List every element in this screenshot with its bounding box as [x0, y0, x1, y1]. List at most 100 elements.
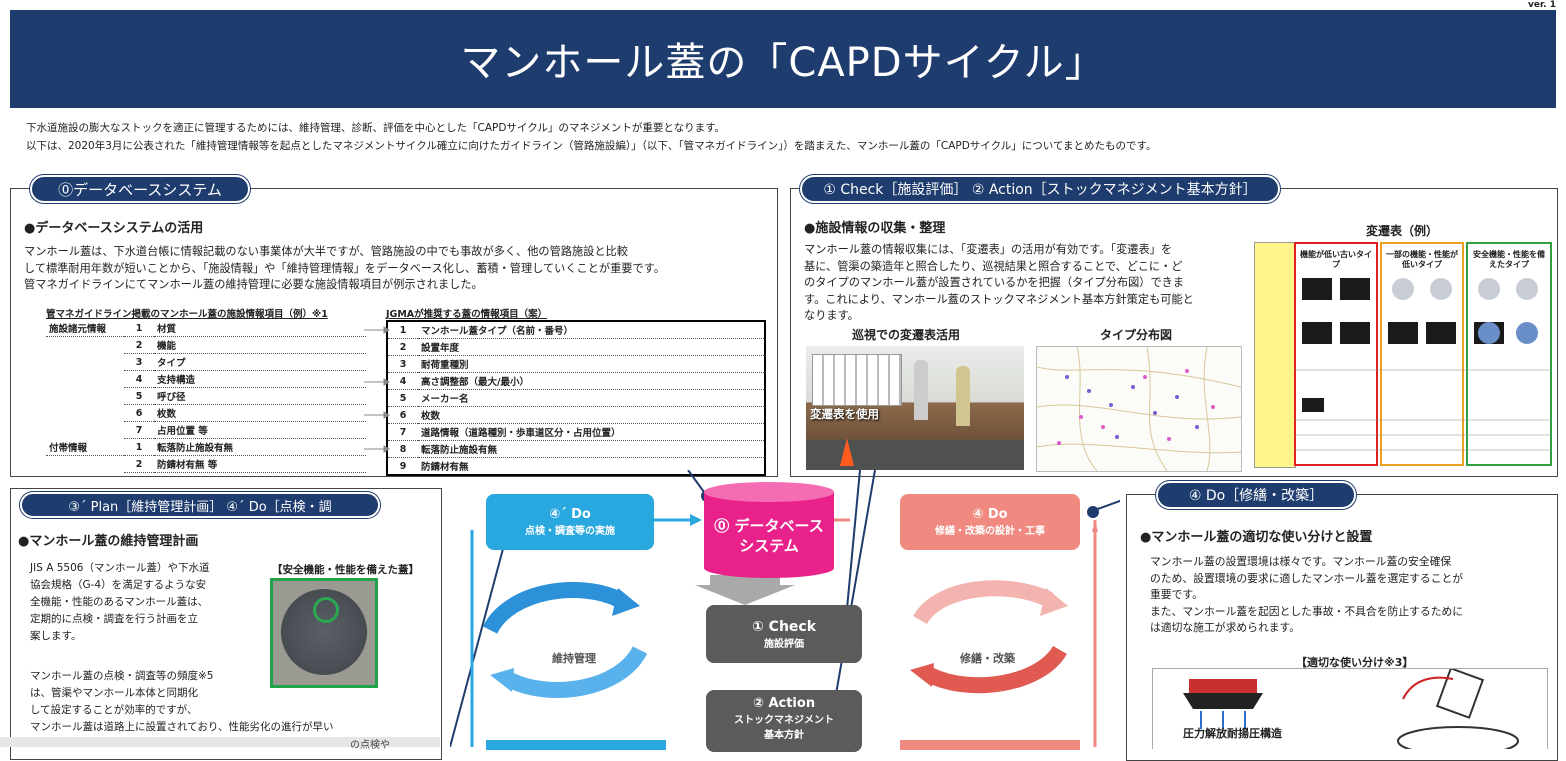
- right-table-cell-no: 9: [387, 457, 418, 476]
- do-box: ④ Do 修繕・改築の設計・工事: [900, 494, 1080, 550]
- left-table-cell-no: 1: [124, 320, 154, 337]
- distribution-map: [1036, 346, 1242, 472]
- plan-heading: ●マンホール蓋の維持管理計画: [18, 534, 199, 549]
- bottom-overlay-bar: [0, 737, 440, 747]
- left-table-cell-group: [46, 456, 124, 473]
- right-table-cell-no: 8: [387, 440, 418, 458]
- right-table-cell-item: 高さ調整部（最大/最小）: [418, 372, 765, 390]
- plan-body-1: JIS A 5506（マンホール蓋）や下水道 協会規格（G-4）を満足するような…: [30, 562, 210, 642]
- version-label: ver. 1: [1528, 0, 1556, 10]
- usage-figure: 圧力解放耐揚圧構造: [1152, 667, 1548, 756]
- safe-lid-photo-caption: 【安全機能・性能を備えた蓋】: [272, 564, 419, 576]
- right-table-title: JGMAが推奨する蓋の情報項目（案）: [386, 309, 548, 320]
- left-table-cell-group: [46, 337, 124, 354]
- check-panel-label: ① Check［施設評価］ ② Action［ストックマネジメント基本方針］: [800, 175, 1280, 203]
- database-body: マンホール蓋は、下水道台帳に情報記載のない事業体が大半ですが、管路施設の中でも事…: [24, 245, 665, 291]
- repair-loop-label: 修繕・改築: [960, 652, 1015, 665]
- left-table-cell-item: 転落防止施設有無: [154, 438, 366, 456]
- safe-lid-photo: [270, 578, 378, 688]
- left-table-cell-item: 占用位置 等: [154, 421, 366, 439]
- left-table-cell-item: タイプ: [154, 353, 366, 371]
- check-body: マンホール蓋の情報収集には、「変遷表」の活用が有効です。「変遷表」を 基に、管渠…: [804, 243, 1194, 322]
- hensen-col-old: 機能が低い古いタイプ: [1294, 242, 1378, 466]
- right-table-cell-item: マンホール蓋タイプ（名前・番号）: [418, 321, 765, 339]
- right-table-cell-no: 7: [387, 423, 418, 441]
- left-table-cell-group: [46, 371, 124, 388]
- left-table-cell-no: 2: [124, 455, 154, 473]
- right-table-cell-item: 道路情報（道路種別・歩車道区分・占用位置）: [418, 423, 765, 441]
- left-table-cell-no: 6: [124, 404, 154, 422]
- database-panel-label: ⓪データベースシステム: [30, 175, 250, 203]
- left-table-cell-item: 材質: [154, 320, 366, 337]
- right-table-cell-item: 防錆材有無: [418, 457, 765, 476]
- intro-line-2: 以下は、2020年3月に公表された「維持管理情報等を起点としたマネジメントサイク…: [26, 140, 1157, 152]
- right-table-cell-no: 2: [387, 338, 418, 356]
- left-table-cell-item: 機能: [154, 336, 366, 354]
- left-table-cell-group: [46, 422, 124, 439]
- table-connector-arrows: [364, 326, 390, 453]
- right-table-cell-item: 枚数: [418, 406, 765, 424]
- check-heading: ●施設情報の収集・整理: [804, 221, 946, 236]
- usage-figure-title: 【適切な使い分け※3】: [1296, 656, 1414, 669]
- do-panel-label: ④ Do［修繕・改築］: [1156, 481, 1356, 509]
- left-table-cell-no: 4: [124, 370, 154, 388]
- plan-cut-text: の点検や: [350, 740, 390, 751]
- maintenance-loop-label: 維持管理: [552, 652, 596, 665]
- left-table-cell-no: 2: [124, 336, 154, 354]
- left-table-cell-group: 付帯情報: [46, 438, 124, 456]
- left-table-cell-no: 1: [124, 438, 154, 456]
- patrol-photo-caption: 巡視での変遷表活用: [852, 328, 961, 342]
- do-prime-lower-box: [486, 740, 666, 750]
- usage-figure-label: 圧力解放耐揚圧構造: [1183, 727, 1282, 740]
- right-table-cell-no: 5: [387, 389, 418, 407]
- left-table-cell-group: [46, 354, 124, 371]
- left-table-cell-no: 3: [124, 353, 154, 371]
- left-table-cell-item: 防錆材有無 等: [154, 455, 366, 473]
- right-table-cell-item: 設置年度: [418, 338, 765, 356]
- right-table-cell-no: 6: [387, 406, 418, 424]
- action-box: ② Action ストックマネジメント 基本方針: [706, 690, 862, 752]
- cycle-diagram: [450, 470, 1120, 747]
- left-table-title: 管マネガイドライン掲載のマンホール蓋の施設情報項目（例）※1: [46, 309, 328, 320]
- right-table-cell-item: メーカー名: [418, 389, 765, 407]
- hensen-col-safe: 安全機能・性能を備えたタイプ: [1466, 242, 1552, 466]
- database-cylinder: ⓪ データベース システム: [704, 482, 834, 578]
- do-lower-box: [900, 740, 1080, 750]
- do-heading: ●マンホール蓋の適切な使い分けと設置: [1140, 530, 1373, 545]
- left-table-cell-no: 7: [124, 421, 154, 439]
- plan-body-2: マンホール蓋の点検・調査等の頻度※5 は、管渠やマンホール本体と同期化 して設定…: [30, 670, 334, 733]
- hensen-table-title: 変遷表（例）: [1366, 224, 1439, 238]
- left-table-cell-group: [46, 405, 124, 422]
- patrol-photo-label: 変遷表を使用: [810, 407, 879, 421]
- right-table-cell-no: 1: [387, 321, 418, 339]
- hensen-col-partial: 一部の機能・性能が低いタイプ: [1380, 242, 1464, 466]
- intro-line-1: 下水道施設の膨大なストックを適正に管理するためには、維持管理、診断、評価を中心と…: [26, 122, 726, 134]
- left-table-cell-item: 呼び径: [154, 387, 366, 405]
- do-prime-box: ④´ Do 点検・調査等の実施: [486, 494, 654, 550]
- page-title: マンホール蓋の「CAPDサイクル」: [10, 10, 1556, 108]
- right-table-cell-no: 3: [387, 355, 418, 373]
- patrol-photo: 変遷表を使用: [806, 346, 1024, 470]
- do-body: マンホール蓋の設置環境は様々です。マンホール蓋の安全確保 のため、設置環境の要求…: [1150, 555, 1464, 634]
- hensen-row-header: [1254, 242, 1296, 468]
- right-table-cell-item: 転落防止施設有無: [418, 440, 765, 458]
- check-box: ① Check 施設評価: [706, 605, 862, 663]
- right-table-cell-no: 4: [387, 372, 418, 390]
